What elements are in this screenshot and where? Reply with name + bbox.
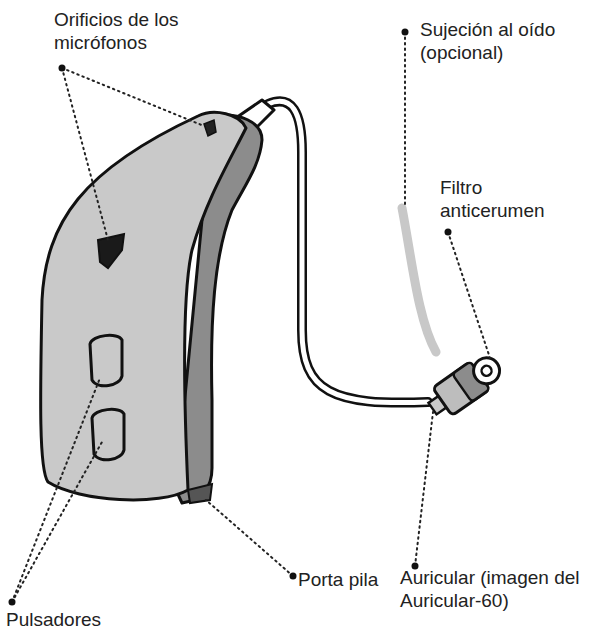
part-label: Sujeción al oído (opcional): [420, 18, 590, 64]
part-label: Pulsadores: [6, 608, 146, 631]
ear-retention: [402, 208, 436, 352]
receiver: [423, 349, 507, 422]
battery-door: [188, 484, 212, 503]
microphone-hole: [98, 234, 124, 268]
leader-lines: [12, 32, 490, 602]
push-button: [90, 335, 122, 385]
part-label: Auricular (imagen del Auricular-60): [400, 566, 612, 612]
body-front: [41, 112, 246, 499]
leader-dots: [9, 29, 452, 606]
ear-tube: [268, 101, 428, 402]
microphone-hole: [204, 120, 216, 136]
part-label: Orificios de los micrófonos: [54, 8, 214, 54]
part-label: Porta pila: [298, 568, 418, 591]
part-label: Filtro anticerumen: [440, 176, 580, 222]
